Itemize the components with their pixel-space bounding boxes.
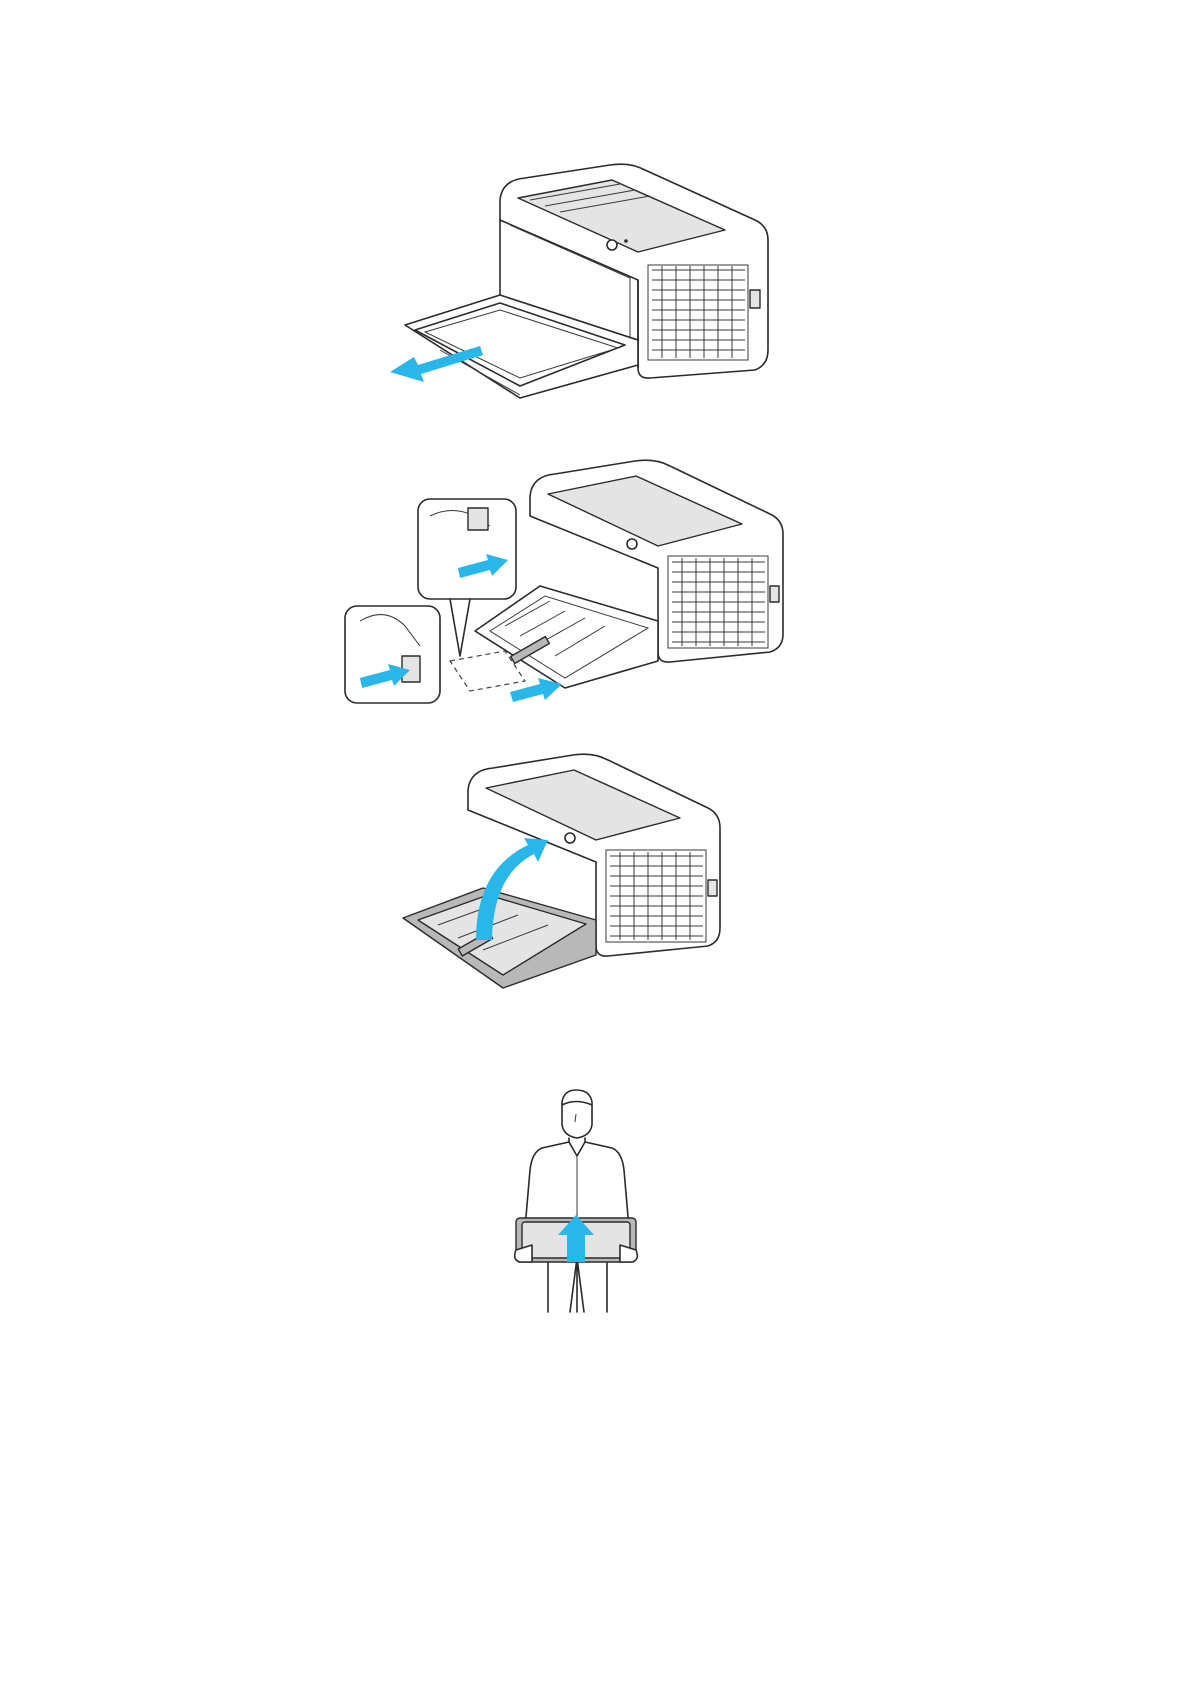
- printer-close-tray-illustration: [398, 750, 778, 990]
- printer-remove-paper-illustration: [380, 160, 780, 435]
- printer-adjust-guides-illustration: [340, 456, 820, 706]
- person-carrying-printer-illustration: [512, 1090, 642, 1315]
